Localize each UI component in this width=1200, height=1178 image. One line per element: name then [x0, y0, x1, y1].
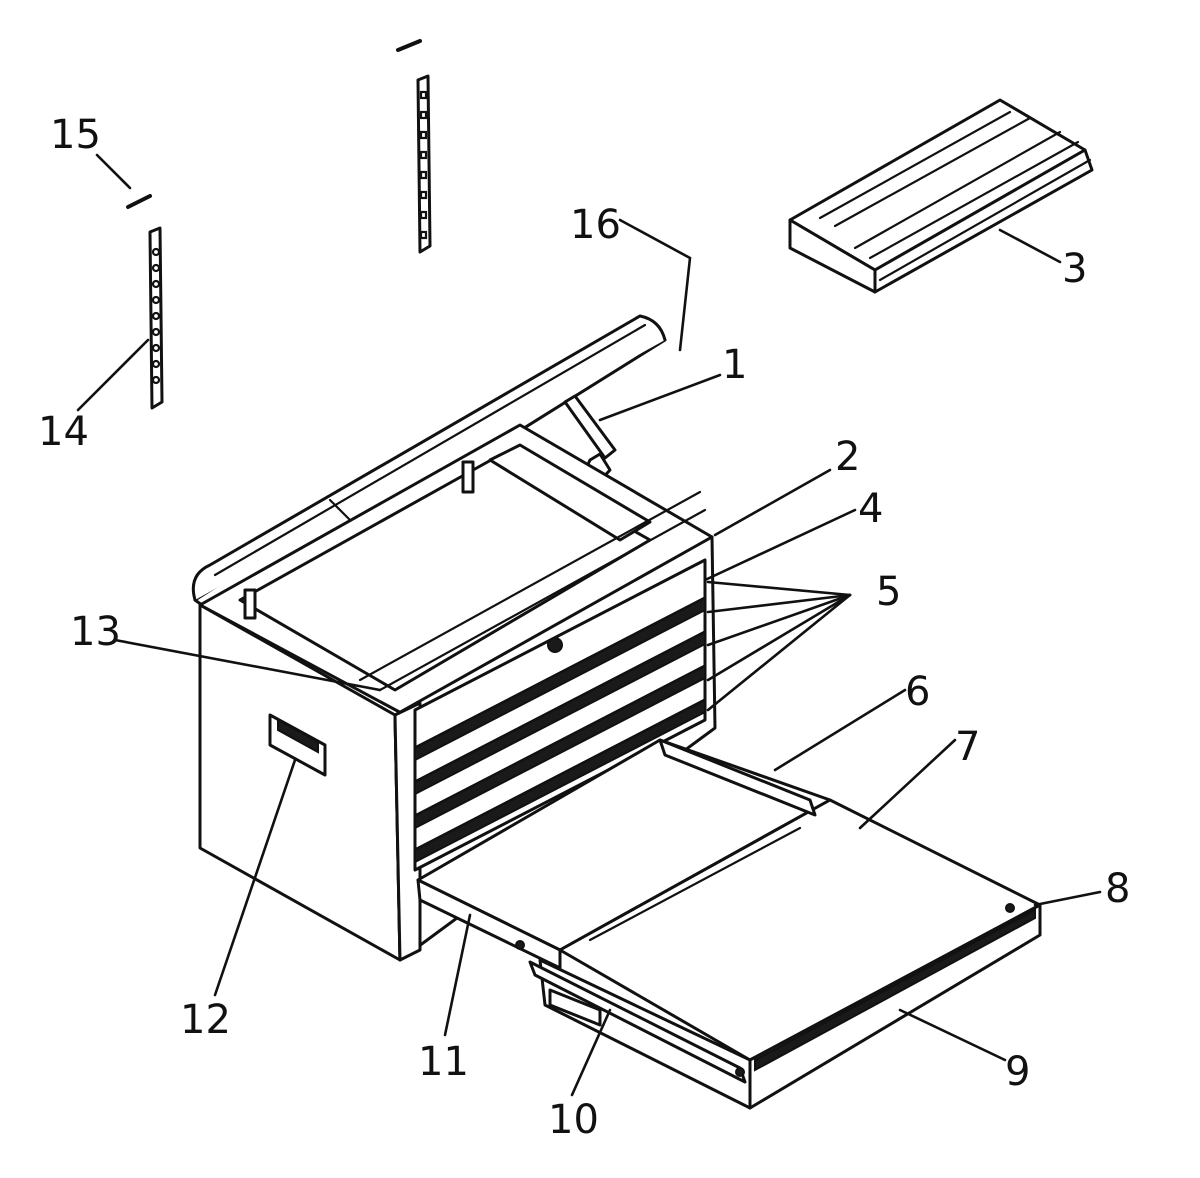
part-3-tray	[788, 98, 1094, 294]
callout-11: 11	[418, 1039, 469, 1085]
upper-pin	[396, 39, 422, 52]
part-12-side-handle	[268, 713, 327, 777]
callout-2: 2	[835, 434, 860, 480]
part-14-hinge-rail	[148, 226, 164, 410]
open-drawer	[416, 738, 1042, 1110]
callout-5: 5	[876, 569, 901, 615]
callout-15: 15	[50, 112, 101, 158]
callout-10: 10	[548, 1097, 599, 1143]
callout-12: 12	[180, 997, 231, 1043]
callout-4: 4	[858, 486, 883, 532]
upper-hinge-rail	[416, 74, 432, 254]
drawer-stack	[413, 558, 707, 872]
callout-3: 3	[1062, 246, 1087, 292]
callout-9: 9	[1005, 1049, 1030, 1095]
callout-labels: 15 14 16 3 1 2 4 5 13 6 7 8 12 11 9 10	[38, 112, 1130, 1143]
callout-1: 1	[722, 342, 747, 388]
callout-6: 6	[905, 669, 930, 715]
part-15-pin	[126, 194, 152, 209]
callout-14: 14	[38, 409, 89, 455]
part-10-slide	[528, 960, 747, 1084]
callout-13: 13	[70, 609, 121, 655]
leader-lines	[76, 153, 1102, 1097]
callout-7: 7	[955, 724, 980, 770]
top-compartment	[198, 423, 714, 717]
callout-16: 16	[570, 202, 621, 248]
part-6-slide	[658, 738, 817, 817]
callout-8: 8	[1105, 866, 1130, 912]
